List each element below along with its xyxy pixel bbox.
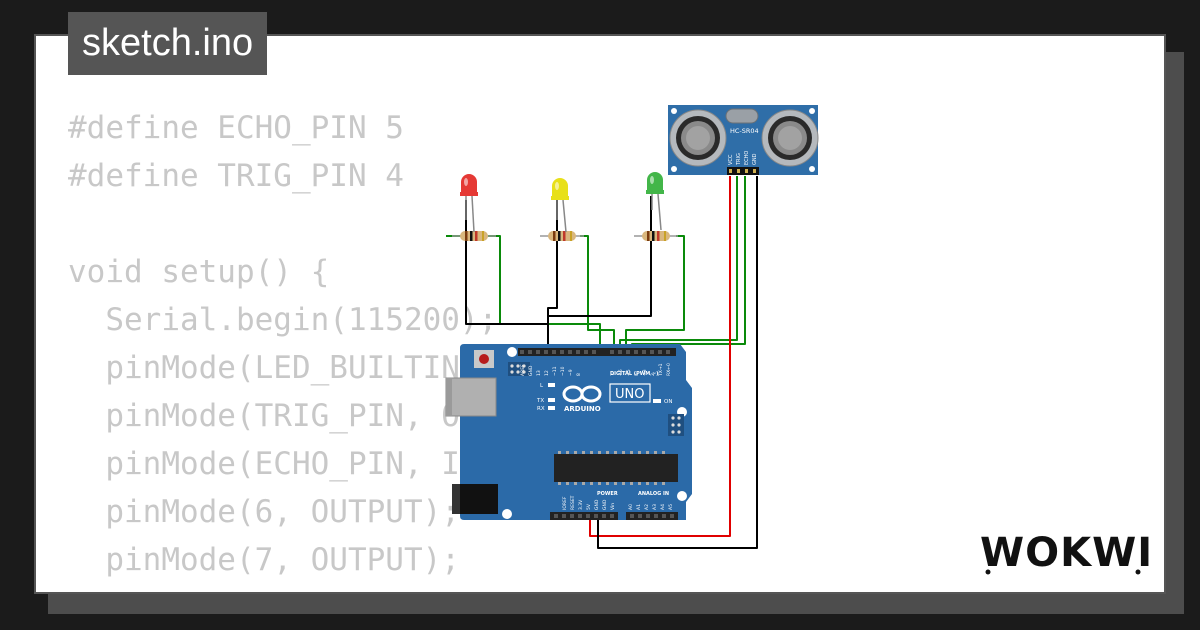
led-label: RX <box>537 406 545 412</box>
microcontroller-chip <box>554 454 678 482</box>
preview-card: #define ECHO_PIN 5 #define TRIG_PIN 4 void… <box>34 34 1166 594</box>
power-pin-label: IOREF <box>562 496 568 510</box>
sensor-pin-label: TRIG <box>736 153 742 166</box>
analog-pin-label: A1 <box>636 504 642 510</box>
code-line: pinMode(8, OUTPUT); <box>68 584 647 592</box>
led-yellow[interactable] <box>551 178 569 233</box>
wire-sensor-trig <box>619 176 738 353</box>
wire-sensor-echo <box>631 176 746 353</box>
code-line: void setup() { <box>68 254 330 290</box>
digital-pin-label: 7 <box>610 373 616 376</box>
power-pin-label: 5V <box>586 503 592 510</box>
led-label: TX <box>536 398 544 404</box>
wokwi-logo: WOKWI <box>980 530 1153 576</box>
wire-red-led-signal <box>488 235 601 353</box>
digital-pin-label: ~10 <box>560 366 566 376</box>
sensor-pin-label: ECHO <box>744 151 750 165</box>
analog-pin-label: A5 <box>668 504 674 510</box>
digital-pin-label: ~3 <box>642 369 648 376</box>
sensor-pin-label: VCC <box>728 154 734 165</box>
analog-pin-label: A4 <box>660 504 666 510</box>
code-line: #define TRIG_PIN 4 <box>68 158 404 194</box>
code-line: pinMode(7, OUTPUT); <box>68 542 460 578</box>
sketch-title: sketch.ino <box>68 12 268 75</box>
arduino-uno-board[interactable]: AREF GND 13 12 ~11 ~10 ~9 8 7 ~6 ~5 4 ~3… <box>445 344 692 520</box>
transducer <box>669 109 727 167</box>
on-label: ON <box>664 399 672 405</box>
digital-pin-label: 12 <box>544 370 550 376</box>
logo-dot-icon <box>985 569 991 575</box>
usb-port <box>445 377 497 417</box>
digital-pin-label: ~5 <box>626 369 632 376</box>
power-header <box>550 512 618 520</box>
power-pin-label: Vin <box>610 503 616 510</box>
code-line: pinMode(6, OUTPUT); <box>68 494 460 530</box>
resistor <box>634 231 678 241</box>
analog-pin-label: A0 <box>628 504 634 510</box>
wire-yellow-led-signal <box>580 235 615 353</box>
led-label: L <box>540 383 544 389</box>
board-brand: ARDUINO <box>564 405 601 413</box>
wokwi-logo-text: WOKWI <box>980 530 1153 576</box>
power-section-label: POWER <box>597 491 618 497</box>
digital-pin-label: 2 <box>650 373 656 376</box>
sensor-pin-label: GND <box>752 153 758 165</box>
code-line: Serial.begin(115200); <box>68 302 498 338</box>
digital-pin-label: GND <box>528 365 534 376</box>
digital-header <box>518 348 676 356</box>
power-pin-label: RESET <box>570 495 576 510</box>
ultrasonic-sensor[interactable]: HC-SR04 VCC TRIG ECHO GND <box>668 105 819 175</box>
power-pin-label: 3.3V <box>578 499 584 510</box>
board-model: UNO <box>615 387 644 402</box>
code-line: #define ECHO_PIN 5 <box>68 110 404 146</box>
wire-green-led-signal <box>625 235 685 353</box>
resistor <box>452 231 496 241</box>
analog-pin-label: A3 <box>652 504 658 510</box>
resistor <box>540 231 584 241</box>
wire-yellow-led-gnd <box>547 200 558 324</box>
analog-section-label: ANALOG IN <box>638 491 669 497</box>
digital-pin-label: ~6 <box>618 369 624 376</box>
led-green[interactable] <box>646 172 664 231</box>
sensor-model-label: HC-SR04 <box>730 127 759 135</box>
digital-section-label: DIGITAL (PWM ~) <box>610 371 658 377</box>
digital-pin-label: ~9 <box>568 369 574 376</box>
wire-sensor-vcc <box>589 176 731 537</box>
power-pin-label: GND <box>602 499 608 510</box>
arduino-logo-icon <box>562 385 602 403</box>
digital-pin-label: AREF <box>520 364 526 376</box>
analog-header <box>626 512 678 520</box>
digital-pin-label: TX→1 <box>658 363 664 377</box>
analog-pin-label: A2 <box>644 504 650 510</box>
digital-pin-label: 8 <box>576 373 582 376</box>
wire-red-led-gnd <box>465 200 549 353</box>
wire-sensor-gnd <box>597 176 758 549</box>
logo-dot-icon <box>1135 569 1141 575</box>
digital-pin-label: RX←0 <box>666 363 672 376</box>
digital-pin-label: 4 <box>634 373 640 376</box>
wire-green-led-gnd <box>548 196 652 317</box>
led-red[interactable] <box>460 174 478 233</box>
digital-pin-label: ~11 <box>552 366 558 376</box>
transducer <box>761 109 819 167</box>
power-pin-label: GND <box>594 499 600 510</box>
digital-pin-label: 13 <box>536 370 542 376</box>
